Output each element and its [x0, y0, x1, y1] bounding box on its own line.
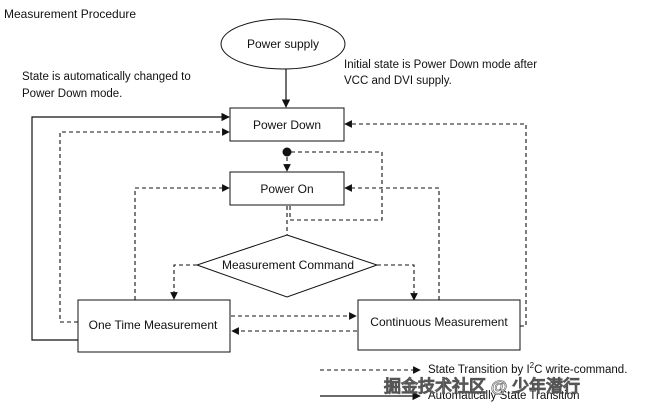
initial-state-note-line2: VCC and DVI supply. [344, 75, 452, 87]
continuous-to-powerdown-arrow [344, 120, 527, 327]
dot-loop-to-poweron-arrow [291, 151, 383, 192]
poweron-loop-path [289, 188, 383, 221]
power-on-label: Power On [260, 182, 313, 196]
one-time-measurement-node [77, 299, 231, 353]
continuous-to-poweron-path [383, 187, 440, 300]
onetime-to-poweron-arrow [134, 184, 230, 300]
watermark: 掘金技术社区 @ 少年潜行 [384, 376, 580, 396]
measurement-command-label: Measurement Command [222, 258, 354, 272]
continuous-measurement-node [357, 299, 521, 351]
onetime-to-powerdown-dashed-arrow [59, 128, 230, 323]
diagram-title: Measurement Procedure [4, 7, 136, 21]
power-supply-node [220, 18, 346, 70]
junction-dot [282, 147, 292, 157]
measurement-command-node [195, 234, 379, 298]
legend-dashed-label: State Transition by I2C write-command. [428, 361, 627, 376]
power-supply-label: Power supply [247, 37, 319, 51]
power-on-node [229, 171, 345, 206]
power-down-node [229, 107, 345, 142]
command-to-onetime-arrow [170, 264, 197, 300]
one-time-measurement-label: One Time Measurement [89, 318, 218, 332]
command-to-continuous-arrow [377, 264, 418, 301]
auto-change-note-line1: State is automatically changed to [22, 71, 191, 83]
power-down-label: Power Down [253, 118, 321, 132]
initial-state-note-line1: Initial state is Power Down mode after [344, 59, 537, 71]
legend-solid-label: Automatically State Transition [428, 390, 580, 402]
auto-change-note-line2: Power Down mode. [22, 88, 122, 100]
continuous-measurement-label: Continuous Measurement [370, 315, 508, 329]
onetime-auto-to-powerdown-arrow [31, 112, 230, 341]
